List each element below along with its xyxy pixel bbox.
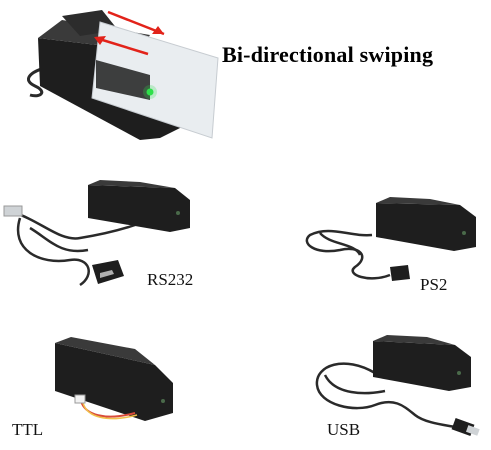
hero-reader-photo xyxy=(0,0,220,150)
variant-usb-photo xyxy=(305,335,485,440)
variant-label-rs232: RS232 xyxy=(147,270,194,289)
arrow-right-icon xyxy=(107,10,165,36)
variant-label-ttl: TTL xyxy=(12,420,44,439)
usb-reader-body xyxy=(373,341,471,391)
rs232-reader-illustration xyxy=(3,180,190,287)
rs232-reader-body xyxy=(88,185,190,232)
hero-reader-illustration xyxy=(27,10,219,140)
hero-cable xyxy=(27,66,46,98)
variant-label-usb: USB xyxy=(327,420,361,439)
arrow-left-icon xyxy=(95,36,149,56)
status-led xyxy=(146,88,154,96)
variant-rs232-photo xyxy=(0,180,200,295)
variant-ttl-photo xyxy=(45,335,185,430)
variant-ps2-photo xyxy=(300,195,480,285)
usb-reader-illustration xyxy=(315,335,480,437)
ttl-wire xyxy=(80,400,136,418)
ps2-plug-icon xyxy=(390,265,410,281)
ttl-connector-icon xyxy=(74,394,86,404)
variant-label-ps2: PS2 xyxy=(420,275,448,294)
ps2-reader-body xyxy=(376,203,476,251)
usb-plug-icon xyxy=(3,205,23,217)
ttl-reader-illustration xyxy=(55,337,173,421)
page-title: Bi-directional swiping xyxy=(222,42,434,67)
ps2-reader-illustration xyxy=(305,197,476,281)
magstripe-card xyxy=(91,21,219,139)
ttl-reader-body xyxy=(55,343,173,421)
